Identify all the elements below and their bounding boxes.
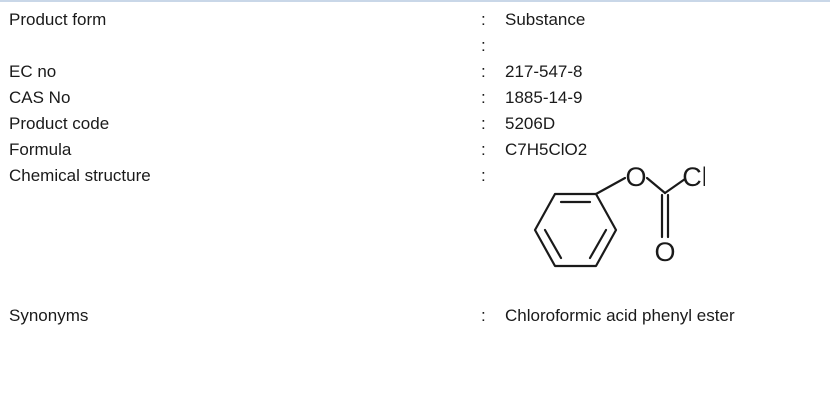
row-ec-no: EC no : 217-547-8 <box>9 59 824 85</box>
formula-colon: : <box>481 140 486 159</box>
bond-carbon-chlorine <box>663 177 687 195</box>
empty-colon: : <box>481 36 486 55</box>
ring-double-bond-right <box>588 228 608 260</box>
row-product-code: Product code : 5206D <box>9 111 824 137</box>
product-form-label: Product form <box>9 10 107 29</box>
row-chemical-structure: Chemical structure : <box>9 163 824 299</box>
row-synonyms: Synonyms : Chloroformic acid phenyl este… <box>9 303 824 329</box>
header-divider <box>0 0 830 2</box>
bond-oxygen-carbon <box>645 176 667 195</box>
chlorine-atom: Cl <box>682 165 705 192</box>
ring-double-bond-left <box>543 228 563 260</box>
ec-no-label: EC no <box>9 62 57 81</box>
chemical-structure-value: O Cl O <box>505 163 824 297</box>
formula-label: Formula <box>9 140 72 159</box>
cas-no-colon: : <box>481 88 486 107</box>
product-identification-table: Product form : Substance : EC no : 217-5… <box>9 7 824 329</box>
product-code-value: 5206D <box>505 114 556 133</box>
synonyms-label: Synonyms <box>9 306 89 325</box>
oxygen-ether-atom: O <box>625 165 646 192</box>
formula-value: C7H5ClO2 <box>505 140 588 159</box>
oxygen-carbonyl-atom: O <box>654 237 675 267</box>
cas-no-label: CAS No <box>9 88 71 107</box>
chemical-structure-colon: : <box>481 166 486 185</box>
product-form-colon: : <box>481 10 486 29</box>
ec-no-colon: : <box>481 62 486 81</box>
row-empty: : <box>9 33 824 59</box>
bond-ring-oxygen <box>594 176 627 196</box>
product-code-label: Product code <box>9 114 110 133</box>
chemical-structure-diagram: O Cl O <box>533 165 705 268</box>
chemical-structure-label: Chemical structure <box>9 166 151 185</box>
product-form-value: Substance <box>505 10 586 29</box>
ec-no-value: 217-547-8 <box>505 62 583 81</box>
synonyms-colon: : <box>481 306 486 325</box>
row-formula: Formula : C7H5ClO2 <box>9 137 824 163</box>
synonyms-value: Chloroformic acid phenyl ester <box>505 306 735 325</box>
row-product-form: Product form : Substance <box>9 7 824 33</box>
product-code-colon: : <box>481 114 486 133</box>
benzene-ring <box>533 192 618 268</box>
row-cas-no: CAS No : 1885-14-9 <box>9 85 824 111</box>
cas-no-value: 1885-14-9 <box>505 88 583 107</box>
